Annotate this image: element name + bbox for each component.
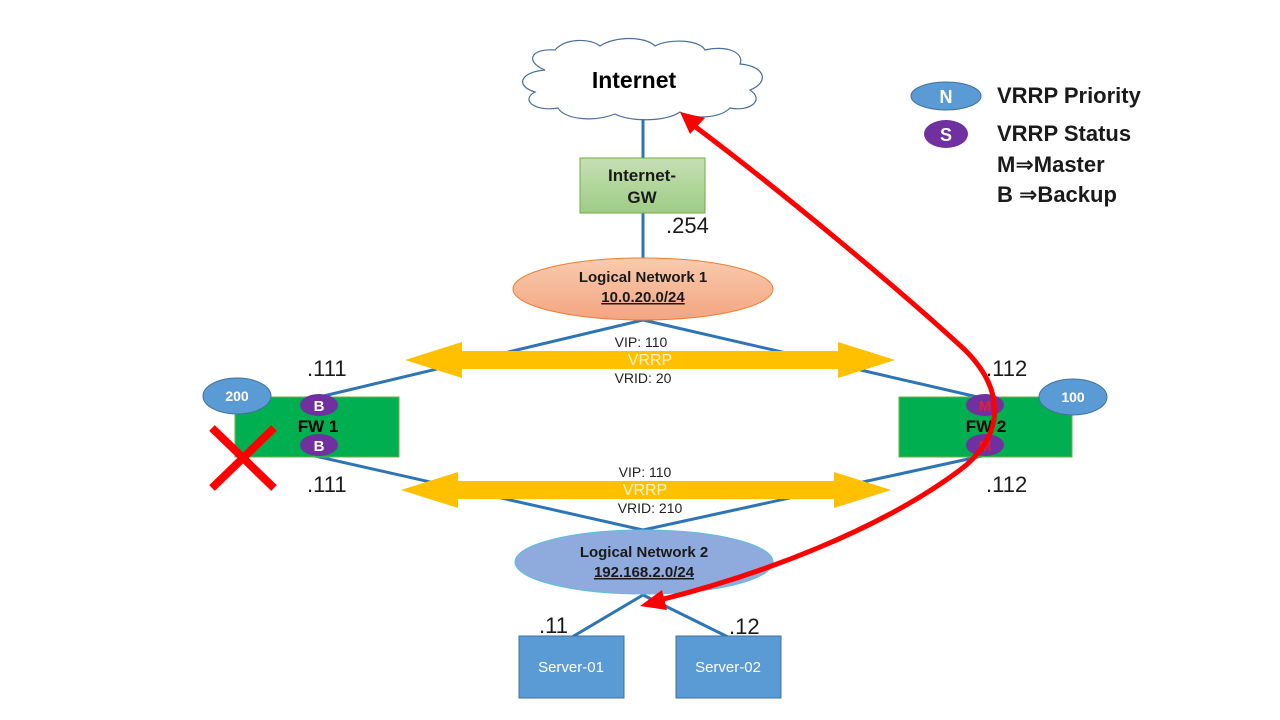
fw2-priority-badge [1038,378,1108,416]
net2-ellipse [514,529,774,595]
vrrp-upper-vip: VIP: 110 [615,334,668,350]
vrrp-lower-vip: VIP: 110 [619,464,672,480]
link-net2-server01 [571,593,644,639]
failover-path [640,112,998,610]
legend-status-symbol: S [940,125,952,145]
server-01-box [518,635,625,699]
server-02-ip: .12 [729,614,760,639]
net2-name: Logical Network 2 [580,544,708,561]
internet-gw[interactable]: Internet- GW [579,157,706,214]
vrrp-lower-vrid: VRID: 210 [618,500,683,516]
fw1-status-upper-badge [300,394,338,416]
fw1-ip-lower: .111 [307,472,347,497]
net2-subnet: 192.168.2.0/24 [594,564,695,581]
vrrp-lower: VIP: 110 VRRP VRID: 210 [401,464,891,516]
legend-status-label: VRRP Status [997,121,1131,146]
fw1-ip-upper: .111 [307,356,347,381]
gw-box [579,157,706,214]
server-02[interactable]: Server-02 [675,635,782,699]
gw-ip: .254 [666,213,709,238]
legend: N VRRP Priority S VRRP Status M⇒Master B… [910,81,1142,207]
server-02-label: Server-02 [695,659,761,676]
fw1-label: FW 1 [298,417,339,436]
legend-priority-symbol: N [940,87,953,107]
fw1-priority: 200 [202,377,272,415]
gw-label-line2: GW [627,188,657,207]
vrrp-lower-label: VRRP [623,482,667,499]
net1-ellipse [512,257,774,321]
vrrp-upper-vrid: VRID: 20 [615,370,672,386]
legend-master-line: M⇒Master [997,152,1105,177]
legend-status-badge [924,120,968,148]
vrrp-upper-label: VRRP [628,352,672,369]
fw2-priority-value: 100 [1061,389,1085,405]
fw1-priority-badge [202,377,272,415]
fw1-status-upper: B [314,398,325,415]
legend-backup-line: B ⇒Backup [997,182,1117,207]
fw2[interactable]: FW 2 M M [898,394,1073,458]
logical-network-2[interactable]: Logical Network 2 192.168.2.0/24 [514,529,774,595]
cloud-label: Internet [592,67,677,93]
legend-priority-label: VRRP Priority [997,83,1142,108]
server-01-ip: .11 [539,613,568,638]
logical-network-1[interactable]: Logical Network 1 10.0.20.0/24 [512,257,774,321]
failover-arrowhead-bottom [640,590,667,610]
fw1-failure-x-icon [209,425,277,491]
server-01[interactable]: Server-01 [518,635,625,699]
failover-path-line [657,122,998,603]
fw2-ip-upper: .112 [986,356,1027,381]
internet-cloud[interactable]: Internet [522,37,763,121]
gw-label-line1: Internet- [608,166,676,185]
fw2-priority: 100 [1038,378,1108,416]
fw1-status-lower: B [314,438,325,455]
fw2-ip-lower: .112 [986,472,1027,497]
failover-arrowhead-top [680,112,705,134]
fw2-status-upper: M [979,398,992,415]
server-01-label: Server-01 [538,659,604,676]
fw1-priority-value: 200 [225,388,249,404]
vrrp-upper-arrow [405,342,895,378]
legend-priority-badge [910,81,982,111]
net1-subnet: 10.0.20.0/24 [601,289,685,306]
vrrp-upper: VIP: 110 VRRP VRID: 20 [405,334,895,386]
vrrp-lower-arrow [401,472,891,508]
cloud-icon [522,37,763,121]
server-02-box [675,635,782,699]
net1-name: Logical Network 1 [579,269,707,286]
fw1-status-lower-badge [300,434,338,456]
fw2-label: FW 2 [966,417,1007,436]
